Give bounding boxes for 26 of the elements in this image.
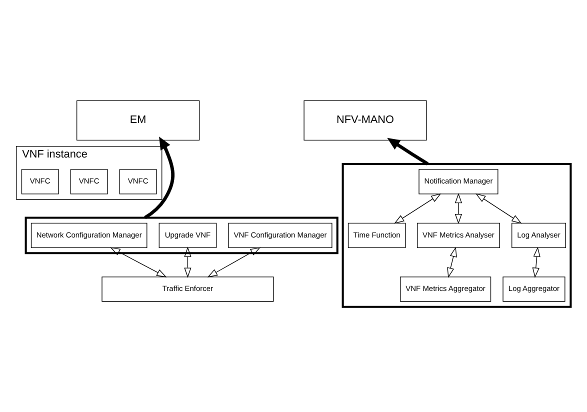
arrow [184,246,192,278]
node-box: VNF Metrics Analyser [416,222,500,248]
node-box: Traffic Enforcer [102,276,274,302]
node-box: Notification Manager [418,168,498,194]
arrow [207,246,261,277]
arrow [532,246,540,278]
node-box: Log Analyser [512,222,566,248]
arrow [387,137,429,165]
node-box: Network Configuration Manager [30,222,148,248]
node-box: VNFC [70,168,108,194]
cluster [342,162,572,308]
node-box: Log Aggregator [502,276,566,302]
node-box: Time Function [348,222,406,248]
arrow [394,192,442,224]
node-box: EM [76,100,200,140]
node-box: VNFC [21,168,59,194]
arrow [447,246,457,278]
node-box: Upgrade VNF [158,222,217,248]
arrow [144,136,175,219]
arrow [110,246,167,277]
node-box: VNF Configuration Manager [228,222,332,248]
node-box: VNF Metrics Aggregator [400,276,492,302]
node-box: VNFC [119,168,157,194]
node-box: NFV-MANO [304,100,427,140]
arrow [454,192,462,224]
arrow [475,192,522,224]
